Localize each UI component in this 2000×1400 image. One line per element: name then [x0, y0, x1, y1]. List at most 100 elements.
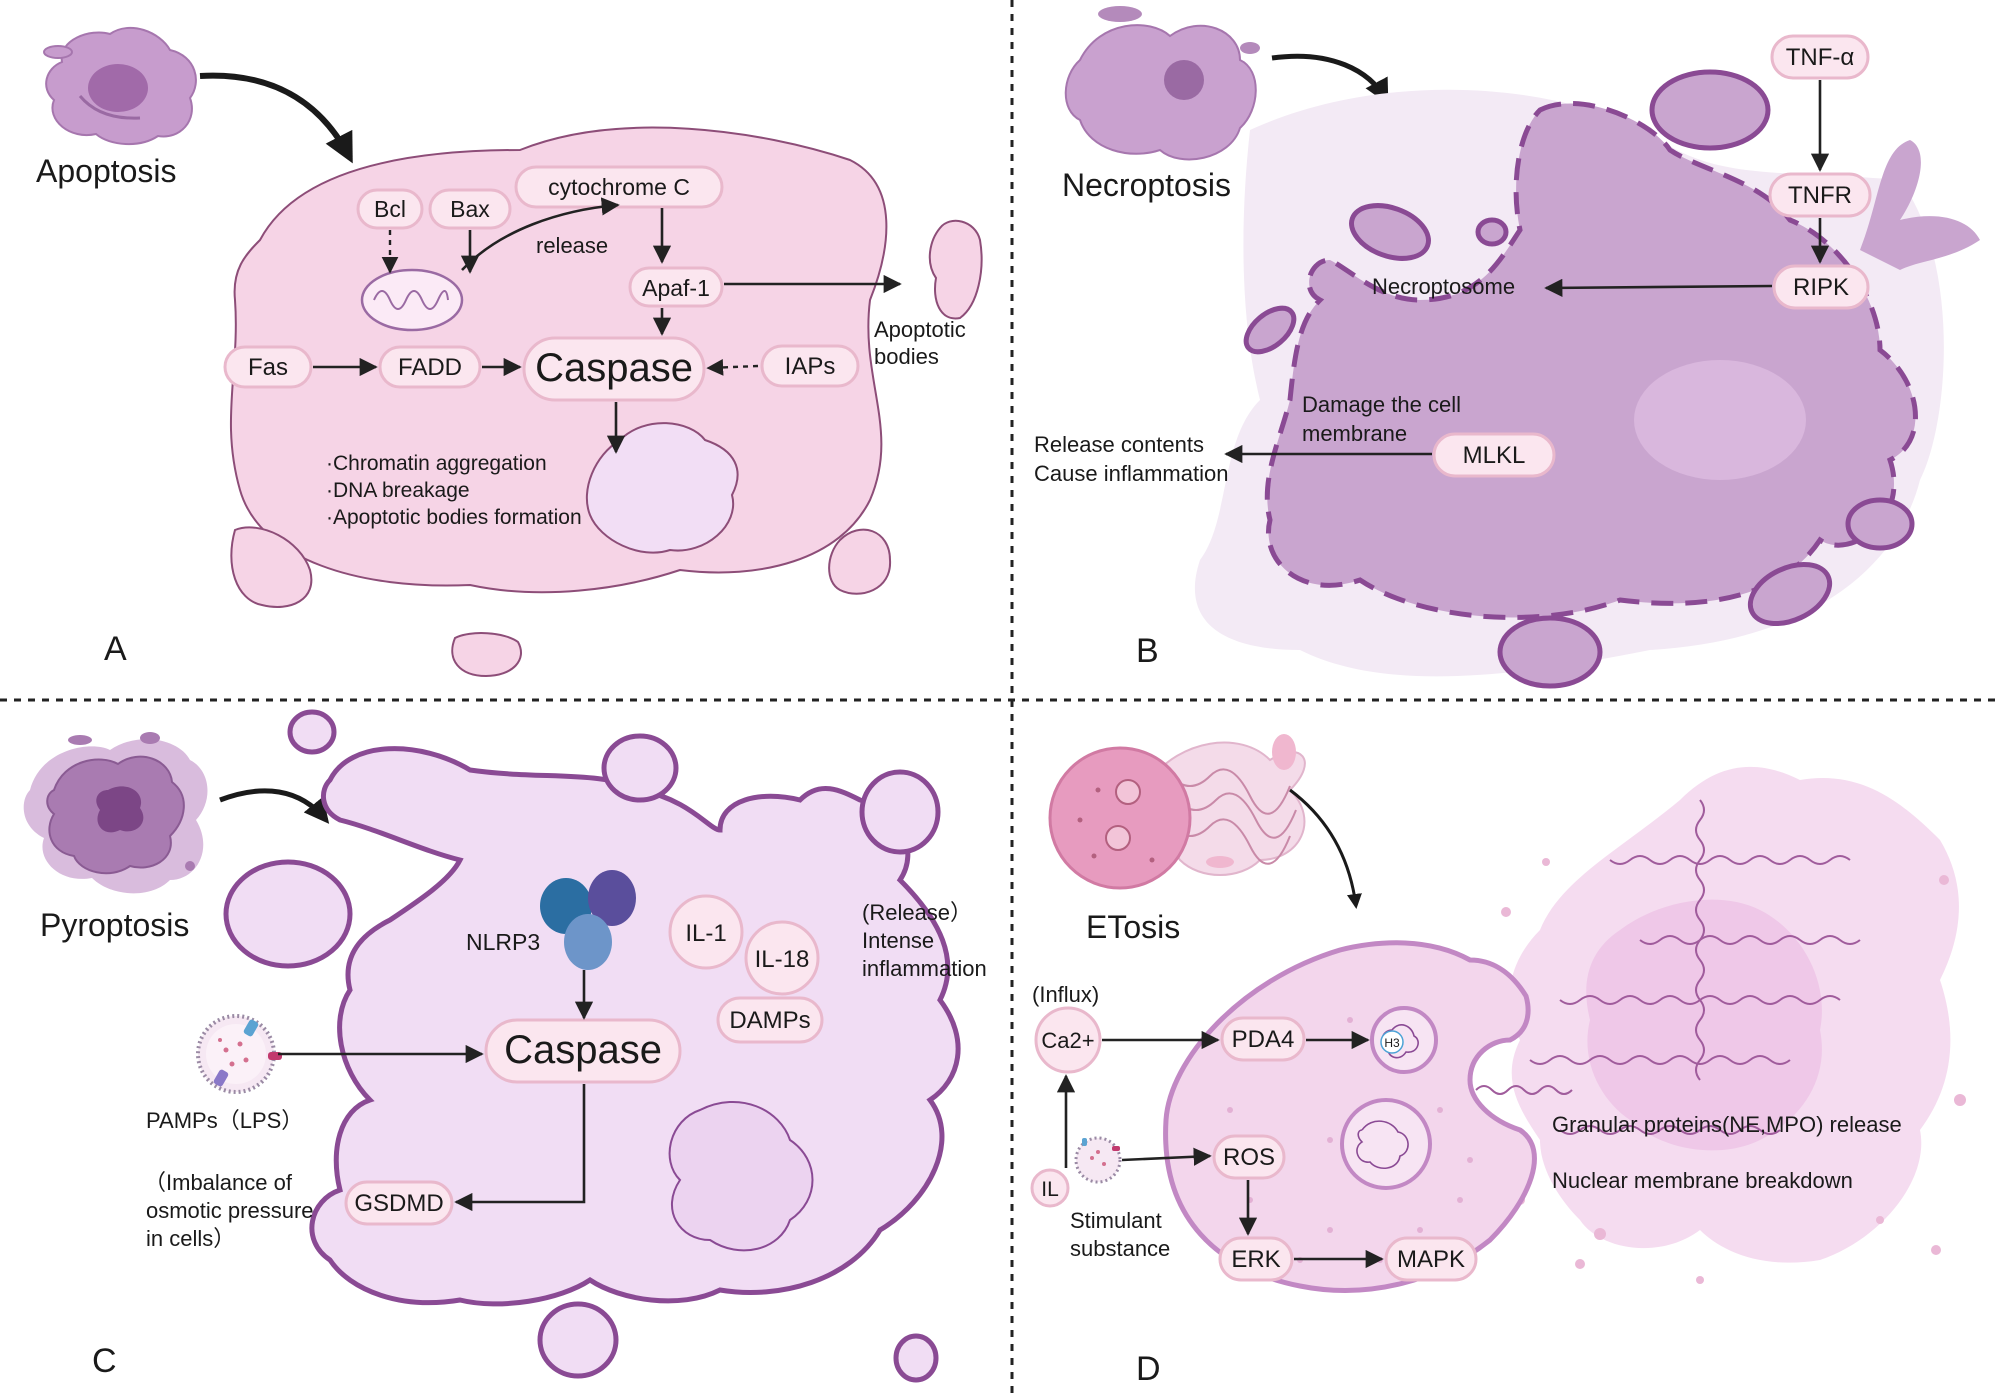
pamps-label: PAMPs（LPS）: [146, 1108, 303, 1133]
panel-a-letter: A: [104, 630, 127, 668]
etotic-cell-icon: [1048, 734, 1306, 890]
release-contents-label: Release contents: [1034, 432, 1204, 457]
apoptotic-bodies-label-2: bodies: [874, 344, 939, 369]
ripk-to-necroptosome-arrow: [1544, 278, 1773, 297]
apoptotic-nucleus: [585, 422, 739, 554]
stimulant-icon: [1074, 1136, 1122, 1184]
node-fadd: FADD: [378, 345, 482, 389]
panel-c-letter: C: [92, 1342, 117, 1380]
feature-dna: ·DNA breakage: [326, 479, 470, 502]
chromatin-fibers: [1529, 799, 1861, 1135]
nlrp3-label: NLRP3: [466, 929, 540, 955]
apoptotic-bodies-label-1: Apoptotic: [874, 317, 966, 342]
node-caspase-a: Caspase: [522, 336, 706, 402]
svg-text:MLKL: MLKL: [1463, 442, 1526, 469]
h3-label: H3: [1384, 1036, 1400, 1050]
nlrp3-icon: [540, 870, 636, 970]
damage-label-1: Damage the cell: [1302, 392, 1461, 417]
node-bax: Bax: [428, 188, 512, 230]
node-ros: ROS: [1212, 1134, 1286, 1180]
nuclear-label: Nuclear membrane breakdown: [1552, 1168, 1853, 1193]
pyroptosis-bleb: [601, 733, 679, 803]
extrusion-chromatin: [1475, 1085, 1573, 1095]
feature-chromatin: ·Chromatin aggregation: [326, 452, 547, 475]
pyroptotic-cell-icon: [23, 732, 208, 894]
svg-text:Apaf-1: Apaf-1: [642, 275, 710, 301]
node-il1: IL-1: [668, 894, 744, 970]
net-cloud-inner: [1586, 899, 1822, 1151]
vesicle: [1747, 561, 1833, 627]
panel-b-letter: B: [1136, 632, 1159, 670]
node-iaps: IAPs: [760, 344, 860, 388]
node-gsdmd: GSDMD: [344, 1180, 454, 1226]
node-cytochrome-c: cytochrome C: [514, 165, 724, 209]
pyroptosis-bleb: [287, 709, 337, 755]
etosis-nucleus: [1340, 1098, 1432, 1190]
apoptotic-fragment: [828, 528, 892, 595]
necroptosome-label: Necroptosome: [1372, 274, 1515, 299]
panel-etosis: ETosis H3: [1030, 734, 1966, 1388]
svg-text:GSDMD: GSDMD: [354, 1190, 443, 1217]
vesicle: [1845, 497, 1915, 551]
node-il18: IL-18: [744, 920, 820, 996]
feature-bodies: ·Apoptotic bodies formation: [326, 506, 582, 529]
necroptosis-protrusion: [1860, 140, 1980, 270]
node-il: IL: [1030, 1168, 1070, 1208]
node-fas: Fas: [223, 345, 313, 389]
vesicle: [1497, 615, 1603, 689]
svg-text:ROS: ROS: [1223, 1144, 1275, 1171]
caspase-to-gsdmd-arrow: [454, 1084, 586, 1212]
node-ripk: RIPK: [1772, 264, 1870, 310]
apoptotic-cell-icon: [43, 26, 197, 146]
vesicle: [1243, 305, 1297, 355]
svg-text:DAMPs: DAMPs: [729, 1007, 810, 1034]
node-caspase-c: Caspase: [484, 1018, 682, 1084]
node-bcl: Bcl: [356, 188, 424, 230]
apoptosis-title: Apoptosis: [36, 153, 177, 189]
node-ca2: Ca2+: [1034, 1006, 1102, 1074]
vesicle: [1475, 217, 1509, 247]
node-apaf1: Apaf-1: [628, 266, 724, 308]
svg-text:FADD: FADD: [398, 354, 462, 381]
necroptosis-title: Necroptosis: [1062, 167, 1231, 203]
svg-text:TNF-α: TNF-α: [1786, 44, 1855, 71]
svg-text:IL-18: IL-18: [755, 946, 810, 973]
pamps-icon: [196, 1014, 282, 1094]
vesicle: [1349, 203, 1431, 261]
pyroptosis-entry-arrow: [219, 788, 330, 824]
h3-nucleus: H3: [1370, 1006, 1438, 1074]
pyroptosis-bleb: [223, 859, 353, 969]
necroptosis-nucleus: [1634, 360, 1806, 480]
node-tnfr: TNFR: [1768, 172, 1872, 218]
pyroptosis-bleb: [859, 769, 941, 855]
svg-text:RIPK: RIPK: [1793, 274, 1849, 301]
mito-release-arrow: [461, 197, 620, 271]
svg-text:Fas: Fas: [248, 354, 288, 381]
svg-text:IL-1: IL-1: [685, 920, 726, 947]
pyroptosis-title: Pyroptosis: [40, 907, 189, 943]
cause-inflammation-label: Cause inflammation: [1034, 461, 1228, 486]
imbalance-label-3: in cells）: [146, 1226, 235, 1251]
mitochondria-icon: [360, 268, 464, 332]
necroptosis-entry-arrow: [1271, 53, 1389, 105]
etosis-title: ETosis: [1086, 909, 1180, 945]
panel-d-letter: D: [1136, 1350, 1161, 1388]
node-mlkl: MLKL: [1432, 432, 1556, 478]
svg-text:IL: IL: [1041, 1178, 1059, 1201]
granule-dots: [1501, 858, 1966, 1284]
imbalance-label-1: （Imbalance of: [144, 1170, 293, 1195]
release-c-label-2: Intense: [862, 928, 934, 953]
svg-text:MAPK: MAPK: [1397, 1246, 1465, 1273]
apoptosis-entry-arrow: [199, 72, 353, 164]
granular-label: Granular proteins(NE,MPO) release: [1552, 1112, 1902, 1137]
svg-text:IAPs: IAPs: [785, 353, 836, 380]
imbalance-label-2: osmotic pressure: [146, 1198, 314, 1223]
stimulant-label-2: substance: [1070, 1236, 1170, 1261]
necroptotic-cell-icon: [1064, 6, 1260, 161]
svg-text:TNFR: TNFR: [1788, 182, 1852, 209]
pyroptosis-bleb: [893, 1333, 939, 1383]
release-c-label-3: inflammation: [862, 956, 987, 981]
svg-text:cytochrome C: cytochrome C: [548, 174, 690, 200]
svg-text:ERK: ERK: [1231, 1246, 1280, 1273]
